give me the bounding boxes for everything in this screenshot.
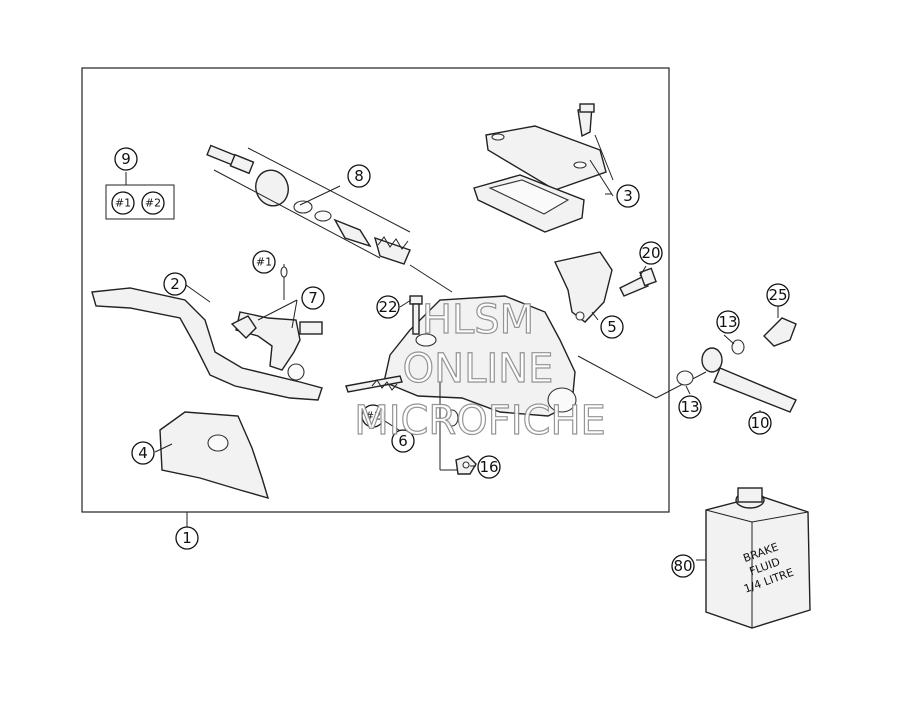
- callout-7: 7: [301, 286, 325, 310]
- screw-22-part: [409, 295, 423, 335]
- callout-6: 6: [391, 429, 415, 453]
- callout-22: 22: [376, 295, 400, 319]
- bolt-20-part: [619, 267, 657, 297]
- reservoir-cover-part: [473, 103, 614, 233]
- callout-80: 80: [671, 554, 695, 578]
- callout-4-label: 4: [138, 444, 148, 462]
- assembly-frame: [81, 67, 670, 513]
- callout-16: 16: [477, 455, 501, 479]
- callout-13-lower: 13: [678, 395, 702, 419]
- callout-5-label: 5: [607, 318, 617, 336]
- callout-13-upper: 13: [716, 310, 740, 334]
- callout-spring-sub2-label: #2: [365, 410, 381, 423]
- callout-kit-sub2-label: #2: [145, 197, 161, 210]
- watermark-line3: MICROFICHE: [354, 398, 606, 444]
- callout-10: 10: [748, 411, 772, 435]
- callout-kit-sub1-label: #1: [115, 197, 131, 210]
- callout-13-upper-label: 13: [718, 313, 737, 331]
- piston-kit-part: [206, 144, 453, 293]
- callout-spring-sub2: #2: [361, 404, 385, 428]
- callout-2: 2: [163, 272, 187, 296]
- callout-1-label: 1: [182, 529, 192, 547]
- callout-10-label: 10: [750, 414, 769, 432]
- callout-9: 9: [114, 147, 138, 171]
- callout-25: 25: [766, 283, 790, 307]
- callout-9-label: 9: [121, 150, 131, 168]
- nut-16-part: [455, 455, 477, 475]
- callout-3: 3: [616, 184, 640, 208]
- callout-3-label: 3: [623, 187, 633, 205]
- adjuster-part: [230, 264, 323, 339]
- callout-22-label: 22: [378, 298, 397, 316]
- callout-1: 1: [175, 526, 199, 550]
- callout-5: 5: [600, 315, 624, 339]
- callout-16-label: 16: [479, 458, 498, 476]
- hose-line-part: [577, 317, 797, 413]
- watermark: HLSM ONLINE MICROFICHE: [354, 296, 607, 444]
- callout-kit-sub1: #1: [111, 191, 135, 215]
- callout-6-label: 6: [398, 432, 408, 450]
- callout-kit-sub2: #2: [141, 191, 165, 215]
- callout-13-lower-label: 13: [680, 398, 699, 416]
- callout-80-label: 80: [673, 557, 692, 575]
- watermark-line1: HLSM: [422, 297, 534, 343]
- brake-fluid-can: BRAKE FLUID 1/4 LITRE: [705, 487, 811, 629]
- pushrod-part: [345, 375, 460, 471]
- callout-20-label: 20: [641, 244, 660, 262]
- kit-9-box: [105, 184, 175, 220]
- callout-2-label: 2: [170, 275, 180, 293]
- callout-25-label: 25: [768, 286, 787, 304]
- callout-8-label: 8: [354, 167, 364, 185]
- callout-4: 4: [131, 441, 155, 465]
- watermark-line2: ONLINE: [403, 346, 554, 392]
- guard-4-part: [159, 411, 270, 500]
- master-cylinder-part: [383, 251, 613, 417]
- callout-8: 8: [347, 164, 371, 188]
- callout-pivot-sub1-label: #1: [256, 256, 272, 269]
- callout-pivot-sub1: #1: [252, 250, 276, 274]
- callout-7-label: 7: [308, 289, 318, 307]
- callout-20: 20: [639, 241, 663, 265]
